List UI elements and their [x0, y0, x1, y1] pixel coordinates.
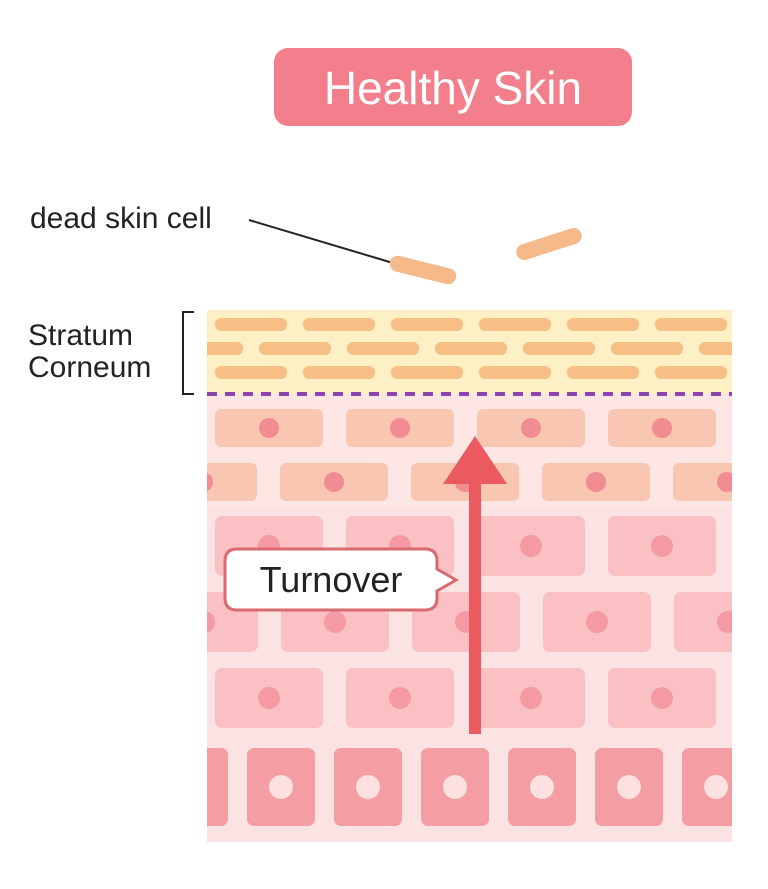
cell-nucleus	[259, 418, 279, 438]
cell-nucleus	[520, 687, 542, 709]
cell-nucleus	[586, 472, 606, 492]
corneum-cell	[127, 318, 199, 331]
corneum-cell	[699, 342, 732, 355]
stratum-corneum-label-line2: Corneum	[28, 351, 151, 384]
granular-cell	[673, 463, 732, 501]
cell-nucleus	[269, 775, 293, 799]
turnover-label: Turnover	[260, 559, 403, 600]
dead-skin-cell	[516, 227, 582, 261]
cell-nucleus	[324, 472, 344, 492]
granular-cell	[84, 409, 192, 447]
spinous-cell	[674, 592, 732, 652]
turnover-callout-box	[223, 547, 459, 612]
corneum-cell-group	[127, 318, 768, 379]
corneum-cell	[215, 366, 287, 379]
cell-nucleus	[651, 687, 673, 709]
corneum-cell	[743, 366, 768, 379]
cell-nucleus	[127, 535, 149, 557]
cell-nucleus	[258, 687, 280, 709]
corneum-cell	[391, 366, 463, 379]
cell-nucleus	[182, 775, 206, 799]
corneum-cell	[435, 342, 507, 355]
cell-nucleus	[717, 472, 732, 492]
corneum-cell	[655, 318, 727, 331]
dead-skin-cell	[389, 255, 457, 285]
title-text: Healthy Skin	[324, 62, 582, 114]
cell-nucleus	[128, 418, 148, 438]
spinous-cell	[84, 516, 192, 576]
cell-nucleus	[704, 775, 728, 799]
corneum-cell	[391, 318, 463, 331]
cell-nucleus	[207, 472, 213, 492]
spinous-cell	[84, 668, 192, 728]
cell-nucleus	[586, 611, 608, 633]
dead-skin-cell-leader-line	[248, 219, 404, 267]
corneum-cell	[655, 366, 727, 379]
cell-nucleus	[443, 775, 467, 799]
corneum-cell	[215, 318, 287, 331]
title-badge: Healthy Skin	[274, 48, 632, 126]
corneum-cell	[347, 342, 419, 355]
cell-nucleus	[617, 775, 641, 799]
corneum-cell	[567, 318, 639, 331]
cell-nucleus	[651, 535, 673, 557]
spinous-cell	[739, 516, 768, 576]
granular-cell	[207, 463, 257, 501]
cell-nucleus	[717, 611, 732, 633]
title-background	[274, 48, 632, 126]
turnover-callout: Turnover	[223, 547, 459, 612]
cell-nucleus	[520, 535, 542, 557]
corneum-cell	[479, 318, 551, 331]
cell-nucleus	[389, 687, 411, 709]
turnover-arrow-shaft	[469, 482, 481, 734]
cell-nucleus	[127, 687, 149, 709]
corneum-cell	[523, 342, 595, 355]
basal-cell-group	[182, 748, 732, 826]
cell-nucleus	[652, 418, 672, 438]
cell-nucleus	[390, 418, 410, 438]
corneum-cell	[611, 342, 683, 355]
cell-nucleus	[207, 611, 215, 633]
turnover-arrow-head	[443, 436, 507, 484]
corneum-cell	[259, 342, 331, 355]
cell-nucleus	[530, 775, 554, 799]
dead-skin-cell-label: dead skin cell	[30, 202, 212, 235]
corneum-cell	[743, 318, 768, 331]
corneum-cell	[303, 366, 375, 379]
corneum-cell	[207, 342, 243, 355]
cell-nucleus	[356, 775, 380, 799]
cell-nucleus	[324, 611, 346, 633]
basal-cell	[207, 748, 228, 826]
stratum-corneum-label-line1: Stratum	[28, 319, 133, 352]
corneum-cell	[479, 366, 551, 379]
corneum-cell	[303, 318, 375, 331]
turnover-arrow	[443, 436, 507, 734]
stratum-corneum-bracket	[182, 311, 194, 395]
corneum-cell	[567, 366, 639, 379]
skin-cross-section	[84, 310, 768, 842]
granular-cell	[739, 409, 768, 447]
spinous-cell	[739, 668, 768, 728]
cell-nucleus	[521, 418, 541, 438]
granular-cell-group	[84, 409, 768, 501]
